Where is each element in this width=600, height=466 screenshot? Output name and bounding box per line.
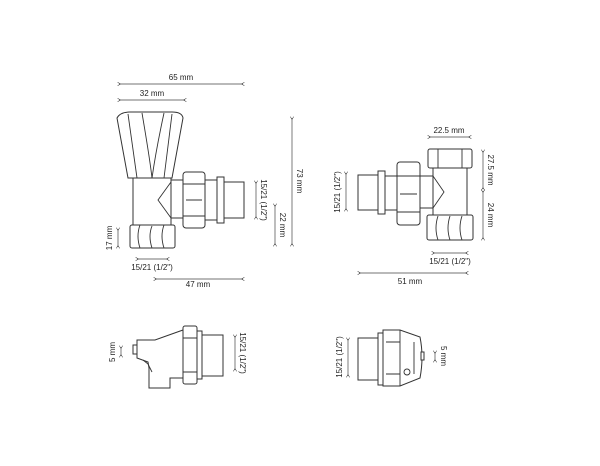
dim-5mm: 5 mm — [439, 346, 448, 366]
dim-22mm: 22 mm — [278, 213, 287, 238]
lockshield-valve-side-view — [357, 148, 474, 241]
dim-65mm: 65 mm — [169, 73, 194, 82]
dim-5mm: 5 mm — [108, 342, 117, 362]
dim-outlet-thread: 15/21 (1/2") — [259, 179, 268, 221]
dim-32mm: 32 mm — [140, 89, 165, 98]
dim-51mm: 51 mm — [398, 277, 423, 286]
radiator-valve-side-view — [116, 111, 245, 249]
side-view-dimensions: 65 mm 32 mm 73 mm 22 mm 15/21 (1/2") 17 … — [105, 73, 304, 289]
radiator-valve-top-view: 5 mm 15/21 (1/2") — [108, 325, 247, 389]
dim-inlet-thread: 15/21 (1/2") — [131, 263, 173, 272]
dim-27-5mm: 27.5 mm — [486, 154, 495, 185]
lockshield-top-view: 15/21 (1/2") 5 mm — [335, 329, 448, 387]
dim-22-5mm: 22.5 mm — [433, 126, 464, 135]
dim-inlet-thread: 15/21 (1/2") — [429, 257, 471, 266]
dim-thread: 15/21 (1/2") — [238, 332, 247, 374]
dim-73mm: 73 mm — [295, 169, 304, 194]
dim-24mm: 24 mm — [486, 203, 495, 228]
dim-outlet-thread: 15/21 (1/2") — [333, 171, 342, 213]
dim-17mm: 17 mm — [105, 225, 114, 250]
dim-47mm: 47 mm — [186, 280, 211, 289]
lockshield-dimensions: 22.5 mm 27.5 mm 24 mm 15/21 (1/2") 15/21… — [333, 126, 495, 286]
dim-thread: 15/21 (1/2") — [335, 336, 344, 378]
